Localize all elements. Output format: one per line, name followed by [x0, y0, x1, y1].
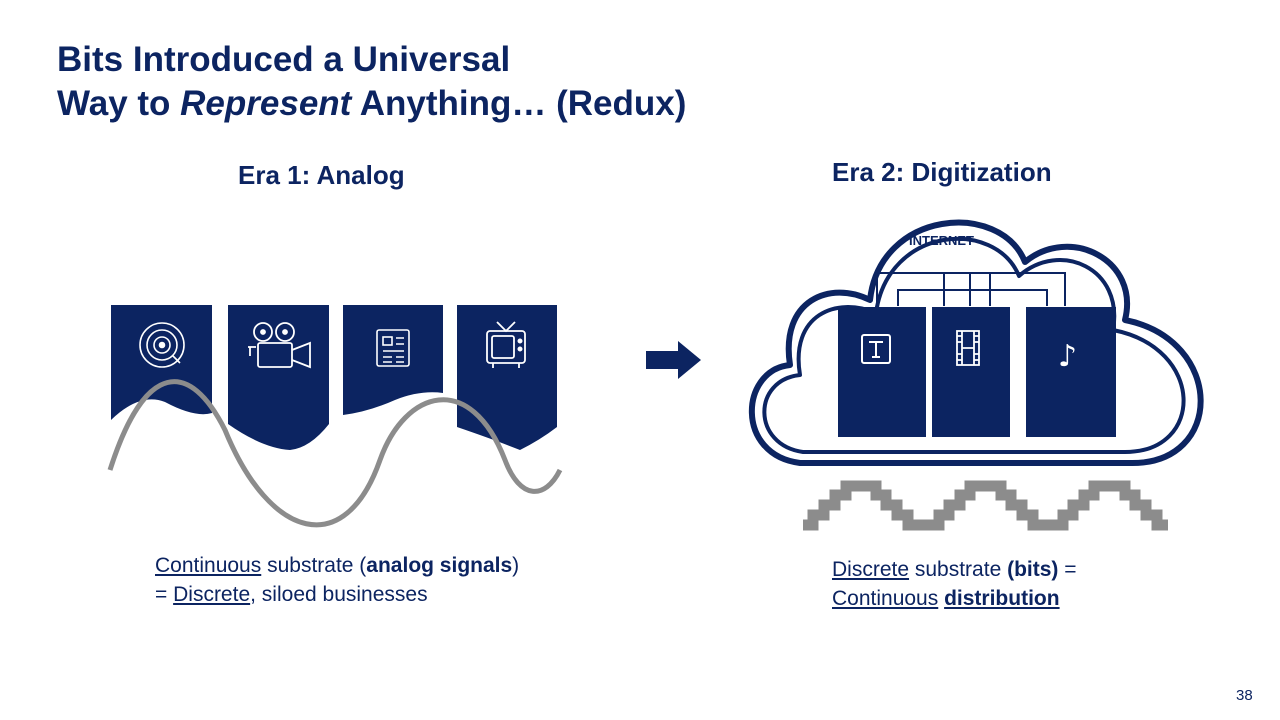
caption-bold-underlined-term: distribution — [944, 587, 1060, 610]
analog-banners — [111, 305, 557, 450]
era-1-heading: Era 1: Analog — [238, 160, 405, 190]
caption-text: substrate ( — [261, 554, 367, 577]
slide-title: Bits Introduced a Universal Way to Repre… — [57, 38, 686, 126]
television-icon — [486, 321, 526, 368]
era-1-caption-line-2: = Discrete, siloed businesses — [155, 580, 519, 609]
film-camera-icon — [248, 322, 311, 369]
title-line-2-emphasis: Represent — [180, 84, 352, 123]
era-1-caption: Continuous substrate (analog signals) = … — [155, 551, 519, 609]
network-wires — [876, 272, 1066, 306]
caption-underlined-term: Discrete — [832, 558, 910, 581]
banner-tv — [457, 305, 557, 450]
page-number: 38 — [1236, 687, 1253, 704]
era-2-heading: Era 2: Digitization — [832, 157, 1052, 187]
banner-news — [343, 305, 443, 415]
transition-arrow-icon — [646, 341, 701, 379]
caption-text: = — [1058, 558, 1077, 581]
caption-text: , siloed businesses — [250, 583, 428, 606]
title-line-1: Bits Introduced a Universal — [57, 40, 511, 79]
banner-music — [111, 305, 212, 420]
caption-text: ) — [512, 554, 520, 577]
title-line-2-suffix: Anything… (Redux) — [351, 84, 687, 123]
panel-video — [932, 307, 1010, 437]
vinyl-record-icon — [139, 322, 185, 368]
caption-underlined-term: Continuous — [832, 587, 939, 610]
internet-cloud — [748, 219, 1204, 467]
panel-text — [838, 307, 926, 437]
panel-music — [1026, 307, 1116, 437]
banner-film — [228, 305, 329, 450]
caption-text: substrate — [909, 558, 1008, 581]
caption-text: = — [155, 583, 174, 606]
era-1-caption-line-1: Continuous substrate (analog signals) — [155, 551, 519, 580]
caption-bold-term: analog signals — [366, 554, 513, 577]
internet-label: INTERNET — [909, 233, 974, 248]
era-2-caption-line-1: Discrete substrate (bits) = — [832, 555, 1077, 584]
caption-underlined-term: Discrete — [173, 583, 251, 606]
digital-panels: ♪ — [838, 307, 1116, 437]
caption-bold-term: (bits) — [1007, 558, 1059, 581]
caption-underlined-term: Continuous — [155, 554, 262, 577]
music-note-icon: ♪ — [1058, 339, 1077, 374]
digital-signal-wave — [803, 480, 1168, 531]
film-strip-icon — [956, 330, 980, 366]
analog-signal-wave — [107, 379, 563, 528]
text-icon — [861, 334, 891, 364]
era-2-caption: Discrete substrate (bits) = Continuous d… — [832, 555, 1077, 613]
title-line-2-prefix: Way to — [57, 84, 181, 123]
newspaper-icon — [376, 329, 410, 367]
era-2-caption-line-2: Continuous distribution — [832, 584, 1077, 613]
